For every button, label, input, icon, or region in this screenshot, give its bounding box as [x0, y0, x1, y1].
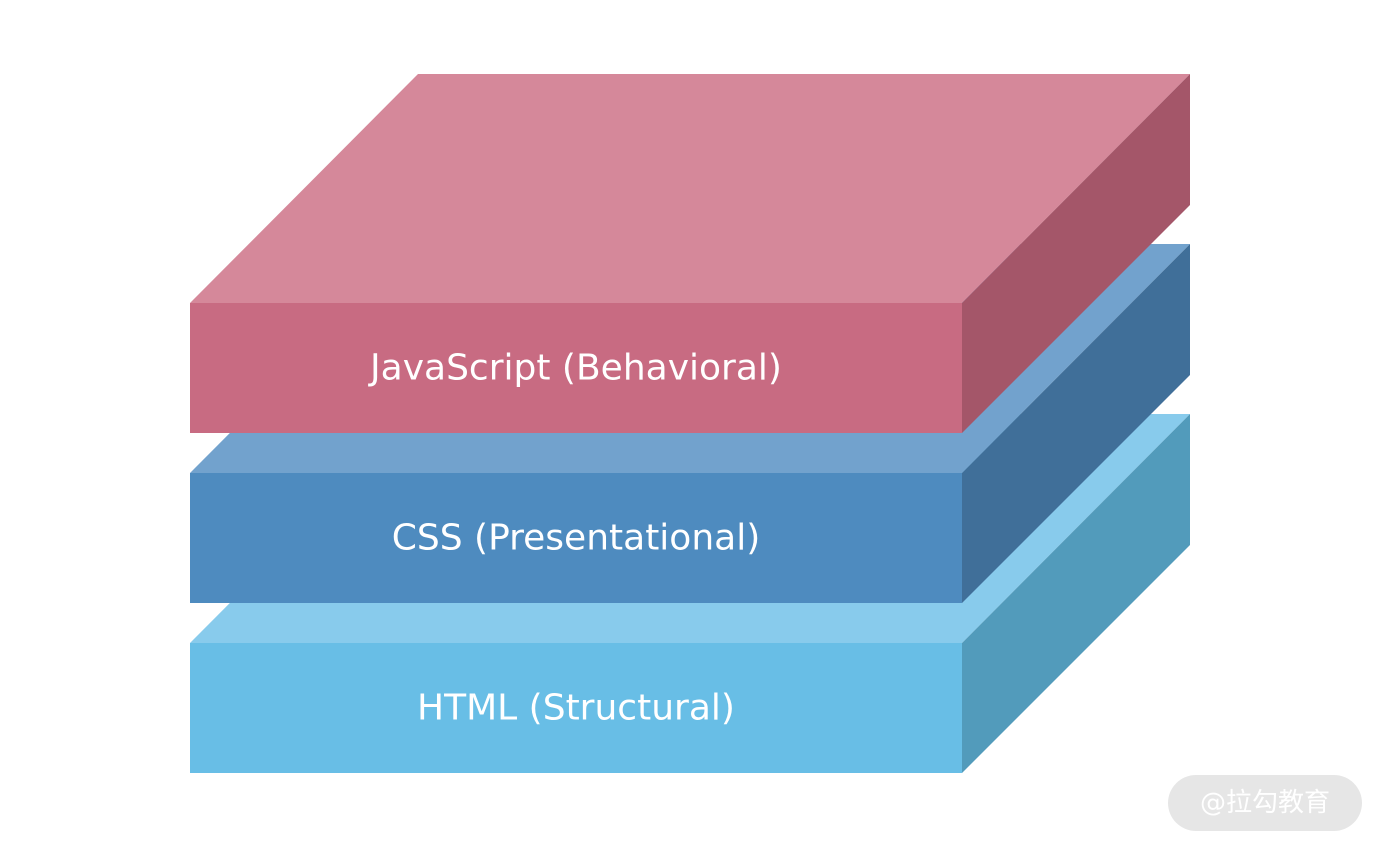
- layer-html-label: HTML (Structural): [417, 688, 735, 729]
- layer-javascript-label: JavaScript (Behavioral): [368, 348, 782, 389]
- layer-html-side-face: [962, 414, 1190, 773]
- layer-css-front-face: [190, 473, 962, 603]
- layer-css-label: CSS (Presentational): [392, 518, 761, 559]
- layer-javascript: JavaScript (Behavioral): [190, 74, 1190, 433]
- watermark-badge: @拉勾教育: [1168, 775, 1362, 831]
- layer-javascript-top-face: [190, 74, 1190, 303]
- layer-html-front-face: [190, 643, 962, 773]
- layer-javascript-front-face: [190, 303, 962, 433]
- layer-javascript-side-face: [962, 74, 1190, 433]
- layer-css-side-face: [962, 244, 1190, 603]
